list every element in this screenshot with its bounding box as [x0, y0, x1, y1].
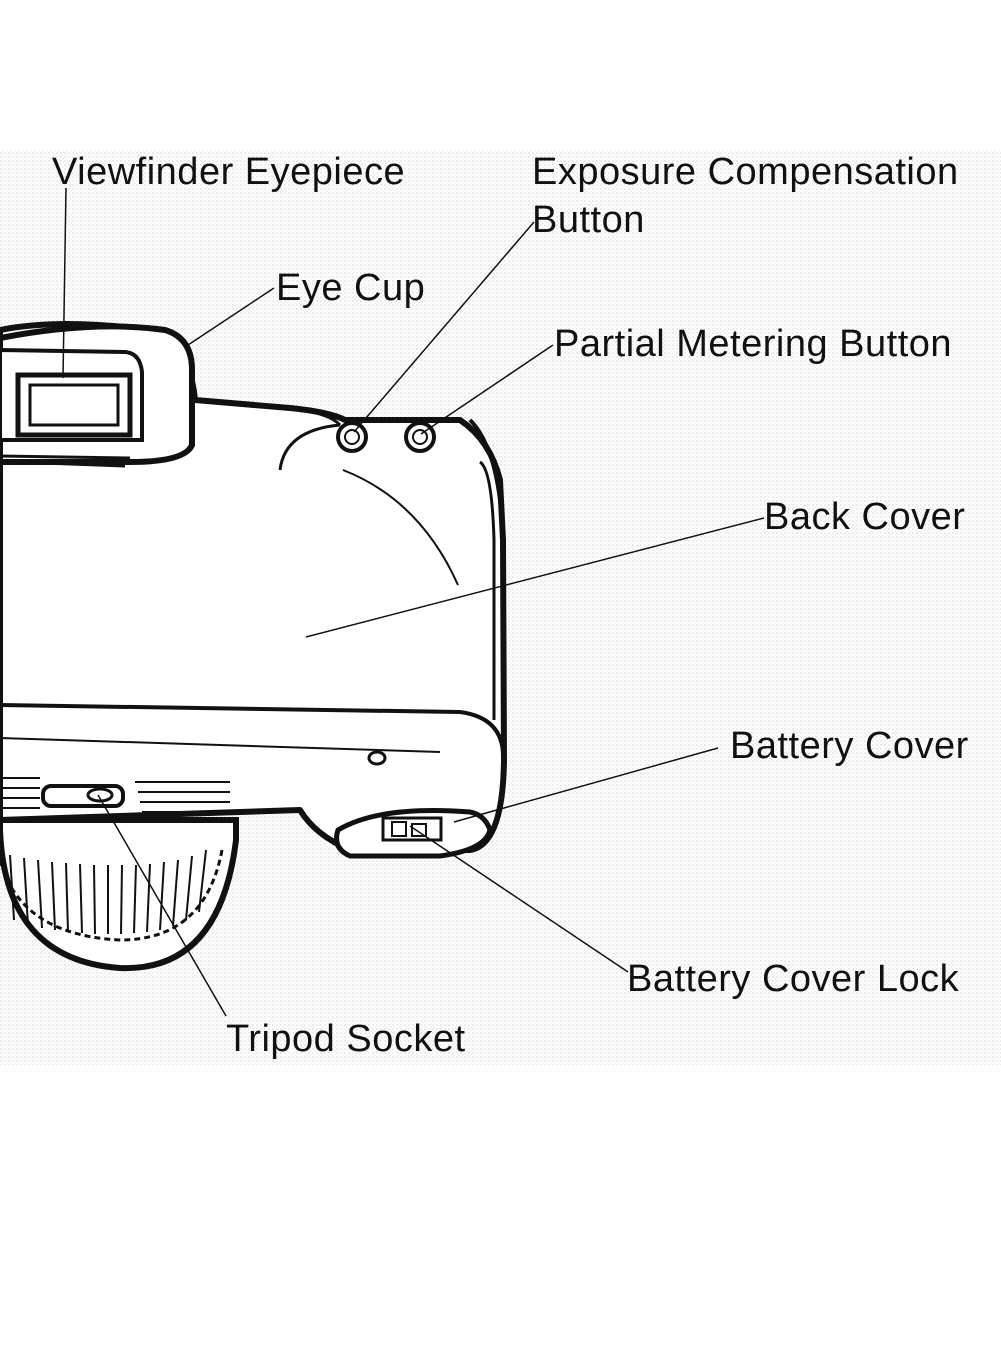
viewfinder-assembly [0, 326, 192, 466]
label-viewfinder-eyepiece: Viewfinder Eyepiece [52, 148, 405, 196]
label-back-cover: Back Cover [764, 493, 965, 541]
label-eye-cup: Eye Cup [276, 264, 425, 312]
label-tripod-socket: Tripod Socket [226, 1015, 466, 1063]
label-battery-cover-lock: Battery Cover Lock [627, 955, 959, 1003]
label-exposure-compensation-button: Exposure Compensation Button [532, 148, 959, 244]
label-partial-metering-button: Partial Metering Button [554, 320, 952, 368]
label-battery-cover: Battery Cover [730, 722, 969, 770]
